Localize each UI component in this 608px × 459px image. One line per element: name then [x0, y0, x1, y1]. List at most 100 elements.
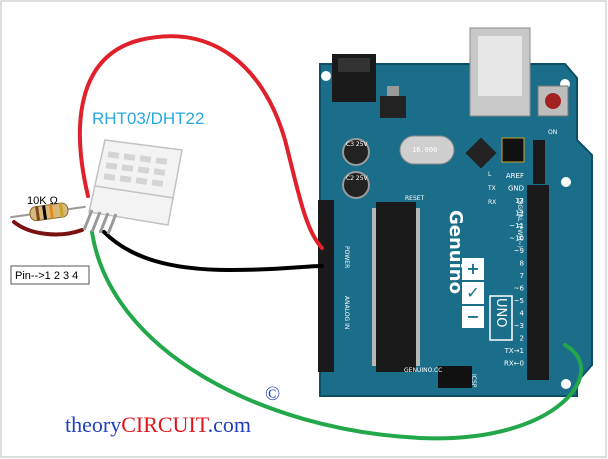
analog-title: ANALOG IN	[343, 296, 350, 329]
power-pin-label: GND	[296, 266, 312, 274]
grille-slot	[119, 175, 132, 183]
grille-slot	[151, 179, 164, 187]
board-model: UNO	[493, 298, 508, 327]
power-pin-label: Vin	[301, 278, 312, 286]
digital-pin-label: 13	[515, 197, 524, 205]
led-label: ON	[548, 129, 557, 136]
digital-pin-label: TX→1	[504, 347, 524, 355]
digital-pin-label: 8	[520, 260, 524, 268]
grille-slot	[105, 162, 118, 170]
capacitor	[342, 171, 370, 199]
analog-pin-label: A4	[301, 349, 312, 358]
digital-pin-label: ~3	[514, 322, 524, 330]
capacitor	[342, 138, 370, 166]
wire-5v-red	[77, 34, 324, 250]
grille-slot	[103, 173, 116, 181]
digital-header	[527, 185, 549, 380]
digital-pin-label: RX←0	[504, 360, 524, 368]
copyright-symbol: ©	[265, 383, 280, 405]
regulator	[380, 96, 406, 118]
resistor-label: 10K Ω	[27, 195, 58, 207]
led-labels: L TX RX ON	[487, 129, 557, 206]
power-pin-label: 3.3V	[296, 230, 312, 238]
resistor-10k	[10, 202, 86, 222]
microcontroller	[376, 202, 416, 372]
svg-text:✓: ✓	[466, 283, 479, 302]
digital-pin-label: ~10	[509, 235, 524, 243]
led-label: RX	[488, 199, 496, 206]
power-pin-label: 5V	[303, 242, 312, 250]
grille-slot	[135, 177, 148, 185]
sensor-grille	[103, 151, 168, 187]
genuino-logo: + ✓ − Genuino UNO	[445, 210, 513, 341]
power-title: POWER	[343, 246, 350, 268]
icsp-header	[438, 366, 472, 388]
arduino-board: + ✓ − Genuino UNO GENUINO.CC POWER ANALO…	[290, 27, 593, 397]
pin-legend-box	[10, 265, 90, 285]
digital-pin-label: AREF	[506, 172, 524, 180]
cap2-label: C2 25V	[346, 175, 369, 182]
digital-pin-label: ~9	[514, 247, 524, 255]
brand-part-2: CIRCUIT	[121, 412, 210, 437]
grille-slot	[153, 168, 166, 176]
reset-label: RESET	[405, 195, 425, 202]
board-site: GENUINO.CC	[404, 367, 442, 374]
brand-part-3: .com	[208, 412, 251, 437]
analog-pin-label: A2	[301, 325, 312, 334]
grille-slot	[155, 157, 168, 165]
analog-pin-label: A1	[301, 313, 312, 322]
mount-hole	[321, 71, 331, 81]
crystal	[399, 135, 455, 165]
pin-legend: Pin-->1 2 3 4	[15, 270, 78, 282]
digital-pin-label: 2	[520, 335, 524, 343]
mount-hole	[561, 379, 571, 389]
digital-pin-label: 12	[515, 210, 524, 218]
sensor-pin-3	[98, 212, 110, 234]
analog-pin-label: A5	[301, 361, 312, 370]
digital-pin-label: ~5	[514, 297, 524, 305]
digital-pin-label: 4	[520, 310, 525, 318]
led-label: L	[488, 171, 492, 178]
brand-part-1: theory	[65, 412, 121, 437]
sensor-body	[88, 139, 183, 226]
digital-title: DIGITAL (PWM~)	[516, 198, 523, 248]
icsp-label: ICSP	[470, 374, 477, 388]
grille-slot	[137, 166, 150, 174]
power-pin-label: GND	[296, 254, 312, 262]
analog-pin-label: A3	[301, 337, 312, 346]
svg-text:−: −	[466, 307, 479, 326]
grille-slot	[123, 153, 136, 161]
sensor-pin-1	[82, 209, 94, 231]
mount-hole	[561, 177, 571, 187]
sensor-pin-2	[90, 211, 102, 233]
sensor-pin-4	[106, 213, 118, 235]
sensor-label: RHT03/DHT22	[92, 109, 204, 128]
svg-text:+: +	[466, 259, 479, 278]
dht22-sensor	[82, 139, 183, 235]
wire-data-green	[90, 230, 584, 441]
cap1-label: C3 25V	[346, 141, 369, 148]
crystal-label: 16.000	[412, 146, 437, 154]
power-header	[318, 200, 334, 372]
digital-pin-labels: AREF GND 13 12 ~11 ~10 ~9 8 7 ~6 ~5 4 ~3 2TX→1RX←0	[504, 172, 525, 368]
led-label: TX	[487, 185, 496, 192]
digital-pin-label: GND	[508, 185, 524, 193]
usb-chip	[465, 137, 497, 169]
brand-logo: theoryCIRCUIT.com	[65, 412, 251, 437]
digital-pin-label: ~6	[514, 285, 525, 293]
resistor-lead-dark	[12, 220, 84, 237]
board-name: Genuino	[445, 210, 466, 294]
digital-pin-label: ~11	[509, 222, 524, 230]
grille-slot	[121, 164, 134, 172]
grille-slot	[139, 155, 152, 163]
power-pin-label: RESET	[290, 218, 313, 226]
grille-slot	[107, 151, 120, 159]
digital-pin-label: 7	[520, 272, 524, 280]
wire-gnd-black	[102, 230, 324, 273]
analog-pin-label: A0	[301, 301, 312, 310]
